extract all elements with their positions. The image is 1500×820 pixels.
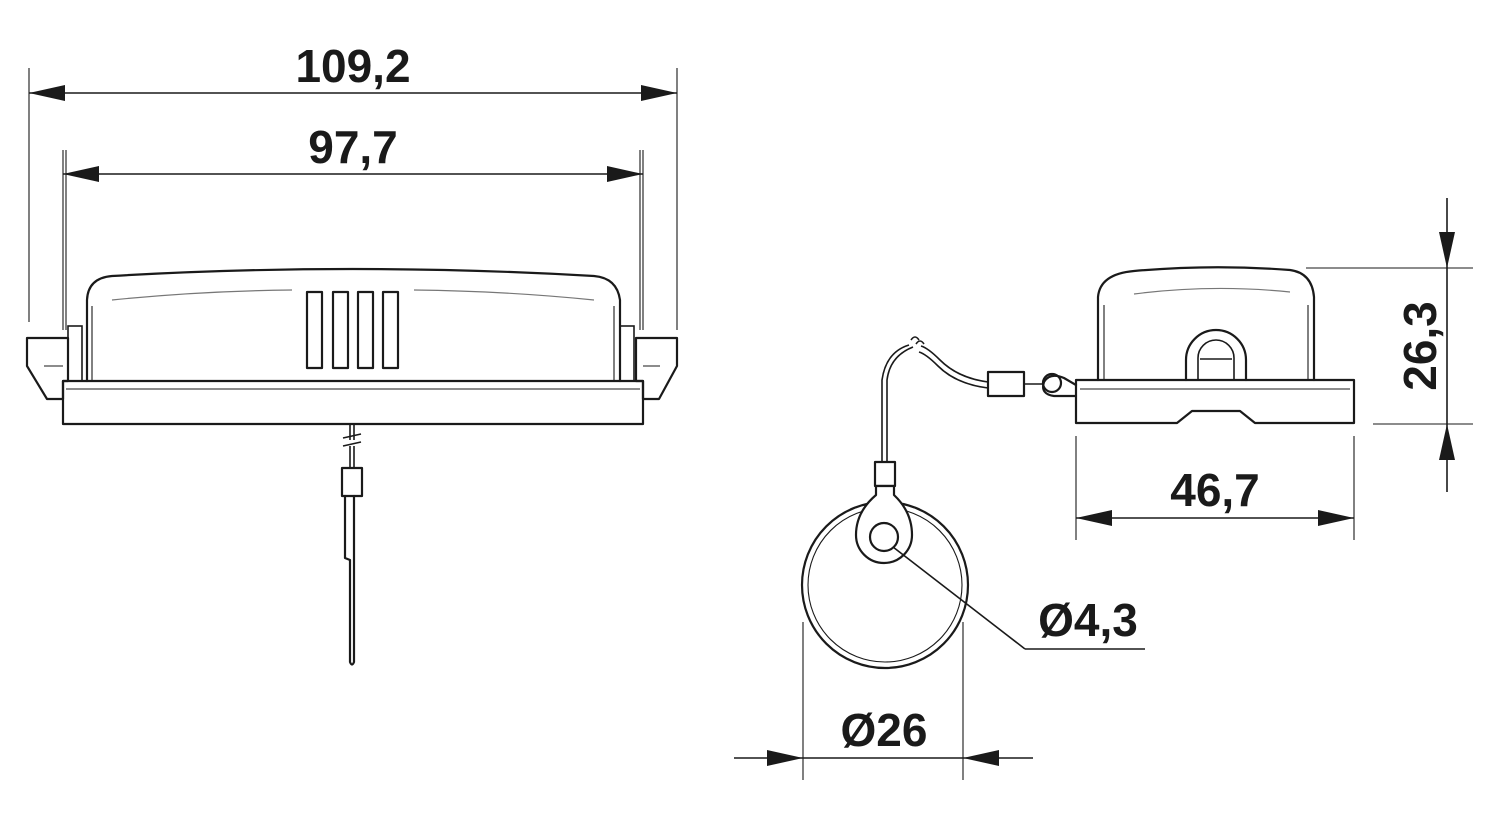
dimension-disc-diameter: Ø26: [734, 622, 1033, 780]
dimension-overall-width: 109,2: [29, 40, 677, 101]
arrowhead: [607, 166, 643, 182]
dimension-label-depth: 46,7: [1170, 464, 1260, 516]
tether-with-disc: [800, 336, 989, 670]
front-base-plate: [61, 379, 645, 426]
side-crimp-sleeve: [986, 370, 1026, 398]
dimension-height: 26,3: [1306, 198, 1473, 492]
arrowhead: [1439, 424, 1455, 460]
dimension-label-inner-width: 97,7: [308, 121, 398, 173]
front-cord: [340, 424, 364, 666]
dimension-label-ring-hole: Ø4,3: [1038, 594, 1138, 646]
arrowhead: [1439, 232, 1455, 268]
front-vent-slots: [305, 290, 400, 370]
dimension-label-disc-diameter: Ø26: [841, 704, 928, 756]
dimension-ring-hole: Ø4,3: [892, 546, 1145, 650]
arrowhead: [767, 750, 803, 766]
side-housing: [1096, 266, 1316, 382]
arrowhead: [641, 85, 677, 101]
dimension-inner-width: 97,7: [63, 121, 643, 182]
arrowhead: [1076, 510, 1112, 526]
front-view: 109,2 97,7: [25, 40, 679, 666]
front-left-latch: [25, 336, 70, 401]
ring-crimp: [873, 460, 897, 488]
front-housing: [85, 267, 622, 383]
arrowhead: [29, 85, 65, 101]
side-view: [986, 266, 1356, 425]
ring-hole: [868, 521, 900, 553]
dimension-label-overall-width: 109,2: [295, 40, 410, 92]
dimension-label-height: 26,3: [1394, 301, 1446, 391]
arrowhead: [963, 750, 999, 766]
side-base-plate: [1074, 378, 1356, 425]
front-right-latch: [634, 336, 679, 401]
arrowhead: [63, 166, 99, 182]
dimension-depth: 46,7: [1075, 436, 1355, 540]
arrowhead: [1318, 510, 1354, 526]
side-knob: [1184, 328, 1248, 382]
